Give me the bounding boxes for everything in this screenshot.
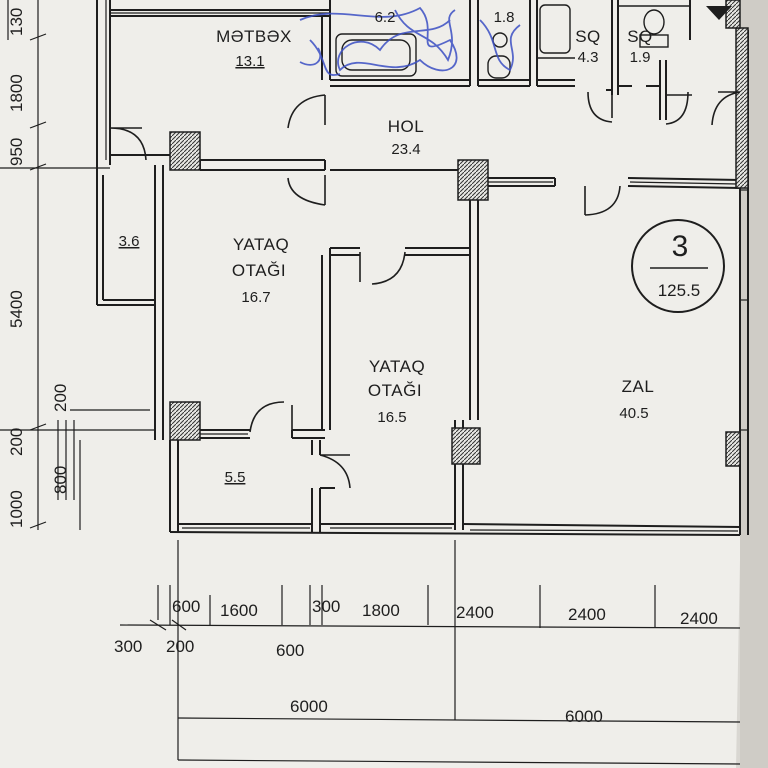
bedroom2-label-2: OTAĞI [368, 381, 422, 400]
bedroom1-area: 16.7 [241, 289, 270, 306]
dim-bottom-6000b: 6000 [565, 707, 603, 726]
toilet-area: 1.8 [494, 9, 515, 26]
storage-area: 5.5 [225, 469, 246, 486]
dim-left-200b: 200 [7, 428, 26, 456]
dim-left-800: 800 [51, 466, 70, 494]
bathtub-fixture [335, 4, 690, 79]
living-area: 40.5 [619, 405, 648, 422]
bedroom2-area: 16.5 [377, 409, 406, 426]
bottom-dimension-lines [119, 540, 741, 765]
walls [96, 0, 749, 536]
unit-total-area: 125.5 [658, 281, 701, 300]
sq2-area: 1.9 [630, 49, 651, 66]
dim-left-200a: 200 [51, 384, 70, 412]
sq1-area: 4.3 [578, 49, 599, 66]
sq2-label: SQ [627, 27, 653, 46]
kitchen-area: 13.1 [235, 53, 264, 70]
dim-left-5400: 5400 [7, 290, 26, 328]
window-marks [105, 0, 748, 532]
unit-badge [631, 219, 725, 313]
doors [109, 91, 741, 489]
balcony-area: 3.6 [119, 233, 140, 250]
kitchen-label: MƏTBƏX [216, 27, 292, 46]
north-arrow-icon [706, 6, 732, 20]
dim-bottom-2400c: 2400 [680, 609, 718, 628]
left-dimension-lines [0, 0, 155, 530]
living-label: ZAL [622, 377, 655, 396]
dim-bottom-2400b: 2400 [568, 605, 606, 624]
dim-bottom-300a: 300 [312, 597, 340, 616]
pen-scribble [299, 6, 521, 76]
sq1-label: SQ [575, 27, 601, 46]
unit-number: 3 [672, 230, 689, 263]
hall-label: HOL [388, 117, 424, 136]
dim-bottom-2400a: 2400 [456, 603, 494, 622]
dim-bottom-6000a: 6000 [290, 697, 328, 716]
bedroom1-label-2: OTAĞI [232, 261, 286, 280]
dim-bottom-1800: 1800 [362, 601, 400, 620]
dim-left-950: 950 [7, 138, 26, 166]
dim-bottom-600b: 600 [276, 641, 304, 660]
bath-area: 6.2 [375, 9, 396, 26]
paper-sheet [0, 0, 752, 768]
dim-bottom-600: 600 [172, 597, 200, 616]
bedroom1-label-1: YATAQ [233, 235, 289, 254]
dim-bottom-1600: 1600 [220, 601, 258, 620]
dim-bottom-300b: 300 [114, 637, 142, 656]
dim-bottom-200: 200 [166, 637, 194, 656]
dim-left-1800: 1800 [7, 74, 26, 112]
dim-left-1000: 1000 [7, 490, 26, 528]
dim-left-130: 130 [7, 8, 26, 36]
bedroom2-label-1: YATAQ [369, 357, 425, 376]
hall-area: 23.4 [391, 141, 420, 158]
